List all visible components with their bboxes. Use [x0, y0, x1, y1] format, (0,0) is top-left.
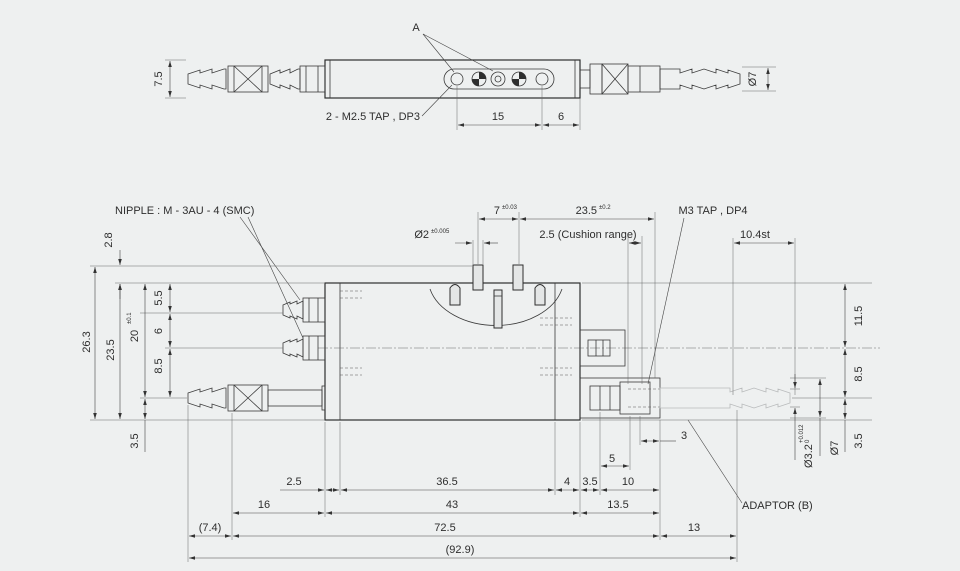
top-nipple-dia-label: Ø7	[747, 72, 759, 87]
body-length-label: 43	[446, 499, 458, 511]
bore-tolerance-lower: 0	[805, 439, 811, 443]
top-mount-holes	[450, 71, 549, 87]
cushion-range-label: 2.5 (Cushion range)	[539, 229, 636, 241]
port-span-label: 20	[129, 330, 141, 342]
nipple-right-label: 13	[688, 522, 700, 534]
adaptor-length-label: 10	[622, 476, 634, 488]
pin-pitch-label: 7	[494, 205, 500, 217]
adaptor-label: ADAPTOR (B)	[742, 500, 813, 512]
right-fitting-label: 13.5	[607, 499, 628, 511]
cushion-range-dimension: 2.5 (Cushion range)	[539, 229, 643, 384]
front-right-adaptors	[579, 329, 791, 419]
right-cap-label: 4	[564, 476, 570, 488]
port-low-label: 8.5	[153, 358, 165, 373]
pin-position-dimension: 23.5 ±0.2	[520, 205, 656, 378]
right-nipple-dia-label: Ø7	[829, 441, 841, 456]
stroke-dimension: 10.4st	[732, 229, 796, 395]
m3-tap-label: M3 TAP , DP4	[678, 205, 747, 217]
end-cap-label: 2.5	[286, 476, 301, 488]
top-view: 7.5 Ø7 A 2 - M2.5 TAP , DP3 15 6	[153, 22, 776, 130]
right-upper-label: 11.5	[853, 306, 865, 327]
top-nipple-dia-dimension: Ø7	[742, 66, 776, 92]
nipple-note-label: NIPPLE : M - 3AU - 4 (SMC)	[115, 205, 254, 217]
front-left-nipples	[187, 297, 326, 412]
top-width-label: 7.5	[153, 71, 165, 86]
nipple-left-label: (7.4)	[199, 522, 222, 534]
adaptor-mid-label: 5	[609, 453, 615, 465]
adaptor-tip-label: 3	[681, 430, 687, 442]
front-pins	[449, 264, 546, 329]
pin-dia-tolerance: ±0.005	[431, 229, 450, 235]
top-left-nipples	[187, 65, 326, 93]
port-mid-label: 6	[153, 328, 165, 334]
bottom-dimensions: 3 5 2.5 36.5 4 3.5 10 16 43 13.5 (7.4)	[187, 405, 738, 562]
front-body	[318, 282, 880, 421]
pin-dia-label: Ø2	[414, 229, 429, 241]
port-top-label: 5.5	[153, 290, 165, 305]
adaptor-note: ADAPTOR (B)	[687, 419, 813, 512]
hole-pitch-dimension: 15 6	[456, 86, 581, 130]
right-lower-label: 8.5	[853, 366, 865, 381]
stroke-label: 10.4st	[740, 229, 770, 241]
core-length-label: 72.5	[434, 522, 455, 534]
nipple-note: NIPPLE : M - 3AU - 4 (SMC)	[115, 205, 304, 339]
body-height-label: 23.5	[105, 339, 117, 360]
tap-note: 2 - M2.5 TAP , DP3	[326, 84, 453, 123]
left-fitting-label: 16	[258, 499, 270, 511]
tap-note-label: 2 - M2.5 TAP , DP3	[326, 111, 420, 123]
front-view: NIPPLE : M - 3AU - 4 (SMC) 7 ±0.03 23.5 …	[81, 205, 880, 562]
top-width-dimension: 7.5	[153, 59, 186, 99]
adaptor-step-label: 3.5	[582, 476, 597, 488]
inner-length-label: 36.5	[436, 476, 457, 488]
m3-tap-note: M3 TAP , DP4	[647, 205, 748, 385]
callout-a: A	[412, 22, 494, 73]
pin-pitch-tolerance: ±0.03	[502, 205, 518, 211]
right-dimensions: 11.5 8.5 3.5 Ø7 Ø3.2 +0.012 0	[582, 282, 872, 468]
port-bottom-label: 3.5	[129, 433, 141, 448]
pin-position-label: 23.5	[576, 205, 597, 217]
pin-position-tolerance: ±0.2	[599, 205, 611, 211]
overall-height-label: 26.3	[81, 331, 93, 352]
callout-a-label: A	[412, 22, 420, 34]
right-bottom-label: 3.5	[853, 433, 865, 448]
bore-tolerance-upper: +0.012	[799, 424, 805, 443]
overall-length-label: (92.9)	[446, 544, 475, 556]
pin-pitch-dimension: 7 ±0.03	[477, 205, 520, 264]
port-span-tolerance: ±0.1	[127, 312, 133, 324]
pin-dia-dimension: Ø2 ±0.005	[414, 229, 498, 264]
hole-edge-label: 6	[558, 111, 564, 123]
hole-pitch-label: 15	[492, 111, 504, 123]
top-right-adaptor	[579, 63, 741, 95]
left-dimensions: 2.8 26.3 23.5 20 ±0.1 5.5 6 8.5 3.5	[81, 232, 472, 452]
bore-dia-label: Ø3.2	[803, 444, 815, 468]
pin-height-label: 2.8	[103, 232, 115, 247]
